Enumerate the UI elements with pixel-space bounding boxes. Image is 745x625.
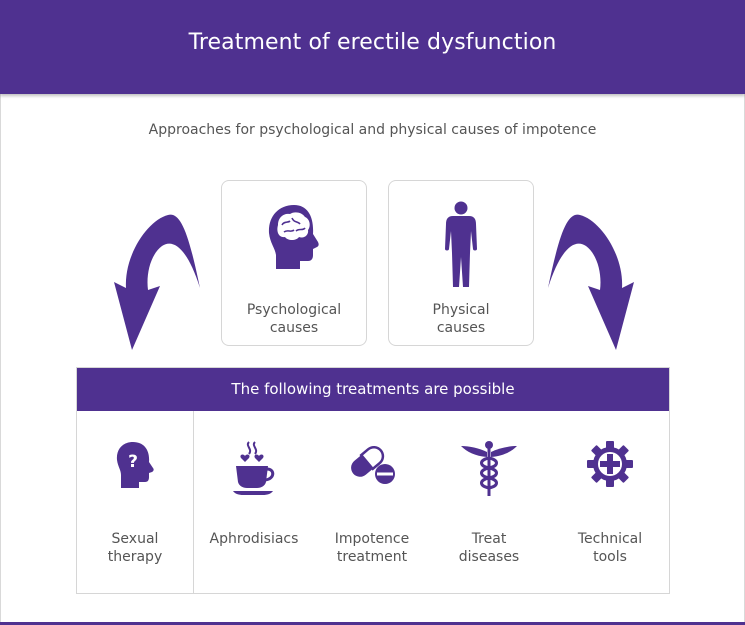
treatments-heading: The following treatments are possible [77,368,669,411]
psychological-label-line1: Psychological [246,302,342,318]
page-title: Treatment of erectile dysfunction [188,30,557,55]
page-subtitle: Approaches for psychological and physica… [148,122,597,138]
treatment-sexual-therapy: ? Sexual therapy [80,440,190,566]
svg-text:?: ? [128,452,138,472]
sexual-therapy-label-line2: therapy [107,549,163,565]
person-silhouette-icon [389,201,533,287]
impotence-label-line2: treatment [336,549,408,565]
physical-causes-card: Physical causes [388,180,534,346]
treatments-panel: The following treatments are possible [76,367,670,594]
treatment-impotence: Impotence treatment [317,440,427,566]
aphrodisiacs-label: Aphrodisiacs [209,531,299,547]
technical-tools-label-line1: Technical [577,531,643,547]
steaming-cup-icon [199,440,309,510]
psychological-causes-card: Psychological causes [221,180,367,346]
treatment-technical-tools: Technical tools [555,440,665,566]
impotence-label-line1: Impotence [334,531,410,547]
physical-label-line1: Physical [432,302,490,318]
panel-divider [193,411,194,593]
pill-icon [317,440,427,510]
technical-tools-label-line2: tools [593,549,627,565]
sexual-therapy-label-line1: Sexual [111,531,159,547]
caduceus-icon [434,440,544,510]
left-curved-arrow-icon [114,214,200,350]
treat-diseases-label-line1: Treat [471,531,507,547]
bottom-accent-line [0,622,745,625]
header-banner: Treatment of erectile dysfunction [0,0,745,94]
psychological-label-line2: causes [269,320,319,336]
treat-diseases-label-line2: diseases [458,549,520,565]
treatment-aphrodisiacs: Aphrodisiacs [199,440,309,548]
gear-cross-icon [555,440,665,510]
brain-head-icon [222,201,366,276]
question-head-icon: ? [80,440,190,510]
right-curved-arrow-icon [548,214,634,350]
treatment-treat-diseases: Treat diseases [434,440,544,566]
physical-label-line2: causes [436,320,486,336]
